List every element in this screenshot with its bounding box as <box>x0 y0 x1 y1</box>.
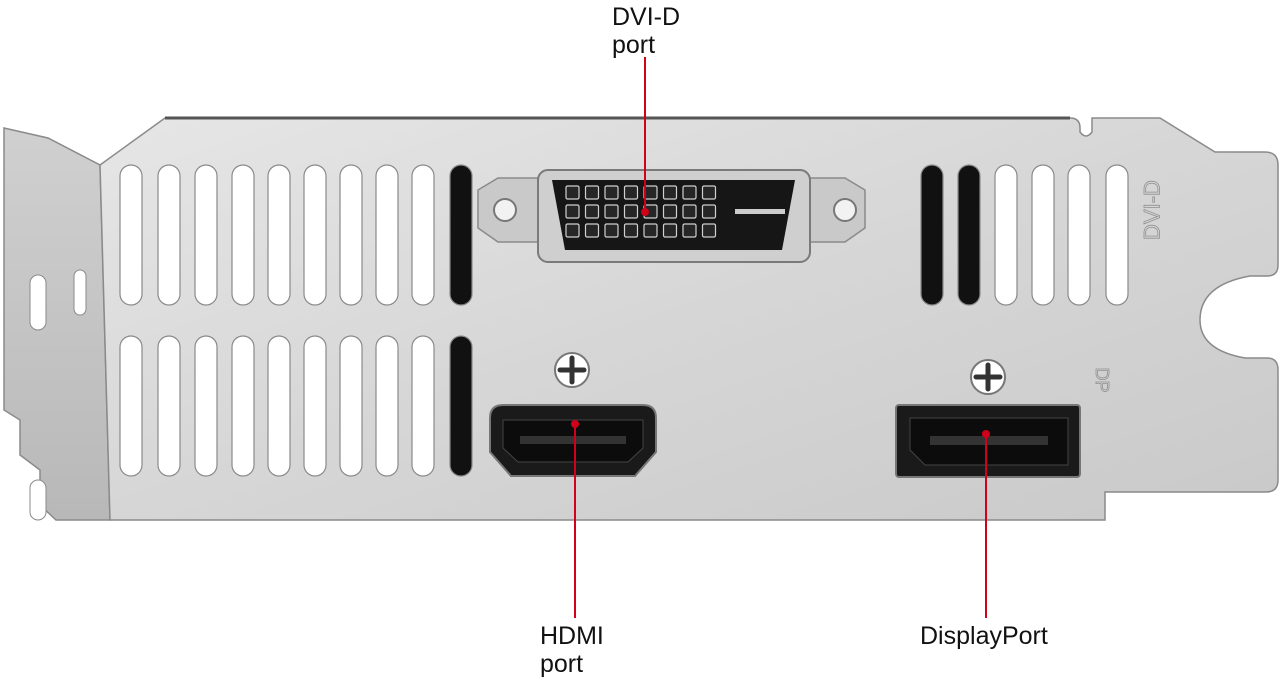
vent-slot <box>449 164 473 306</box>
bracket-folded-edge <box>3 127 111 521</box>
dvi-pin <box>584 223 600 238</box>
vent-slot <box>375 335 399 477</box>
vent-slot <box>194 335 218 477</box>
vent-slot <box>157 335 181 477</box>
vent-slot <box>119 164 143 306</box>
vent-slot <box>957 164 981 306</box>
dvi-connector <box>477 169 866 263</box>
vent-slot <box>194 164 218 306</box>
phillips-screw-icon <box>554 352 590 388</box>
dvi-pin <box>584 204 600 219</box>
dvi-pin <box>623 204 639 219</box>
engraved-dvi-marking: DVI-D <box>1140 180 1165 240</box>
vent-slot <box>339 335 363 477</box>
dvi-pin <box>682 204 697 219</box>
vent-slot <box>267 164 291 306</box>
callout-displayport-dot <box>982 430 990 438</box>
dvi-blade-slot <box>735 209 785 214</box>
vent-slot <box>1105 164 1129 306</box>
dvi-pin <box>565 223 580 238</box>
vent-slot <box>411 164 435 306</box>
dvi-pin <box>604 185 619 200</box>
vent-slot <box>920 164 944 306</box>
dvi-pin <box>682 223 697 238</box>
vent-slot <box>375 164 399 306</box>
engraved-dp-marking: DP <box>1092 367 1112 392</box>
hdmi-tongue <box>520 436 626 444</box>
vent-slot <box>231 164 255 306</box>
vent-slot <box>1031 164 1055 306</box>
dvi-pin <box>623 223 639 238</box>
dvi-pin <box>604 223 619 238</box>
dvi-pin <box>643 223 658 238</box>
vent-slot <box>231 335 255 477</box>
hdmi-port-label: HDMI port <box>540 622 604 678</box>
vent-slot <box>267 335 291 477</box>
vent-slot <box>303 164 327 306</box>
vent-slots <box>119 164 1129 477</box>
dvi-pin <box>662 185 678 200</box>
dvi-pin <box>565 185 580 200</box>
vent-slot <box>1067 164 1091 306</box>
callout-hdmi-dot <box>571 420 579 428</box>
phillips-screw-icon <box>970 359 1006 395</box>
dvi-pin <box>565 204 580 219</box>
vent-slot <box>157 164 181 306</box>
dvi-pin <box>701 223 717 238</box>
vent-slot <box>994 164 1018 306</box>
dvi-screw-hole-right <box>833 198 857 222</box>
displayport-connector <box>895 404 1081 478</box>
callout-dvi-dot <box>641 208 649 216</box>
dvi-pin <box>662 204 678 219</box>
vent-slot <box>119 335 143 477</box>
dvi-screw-hole-left <box>493 198 517 222</box>
vent-slot <box>339 164 363 306</box>
dvi-pin <box>584 185 600 200</box>
dvi-pin-grid <box>565 185 717 238</box>
vent-slot <box>449 335 473 477</box>
callout-lines <box>571 57 990 618</box>
vent-slot <box>411 335 435 477</box>
dvi-pin <box>682 185 697 200</box>
displayport-tongue <box>930 436 1048 445</box>
dvi-pin <box>604 204 619 219</box>
vent-slot <box>303 335 327 477</box>
hdmi-connector <box>489 404 657 477</box>
edge-tabs <box>29 269 87 521</box>
dvi-pin <box>701 204 717 219</box>
dvi-pin <box>623 185 639 200</box>
dvi-pin <box>701 185 717 200</box>
dvi-pin <box>662 223 678 238</box>
displayport-label: DisplayPort <box>920 622 1048 650</box>
dvi-d-port-label: DVI-D port <box>612 3 681 59</box>
